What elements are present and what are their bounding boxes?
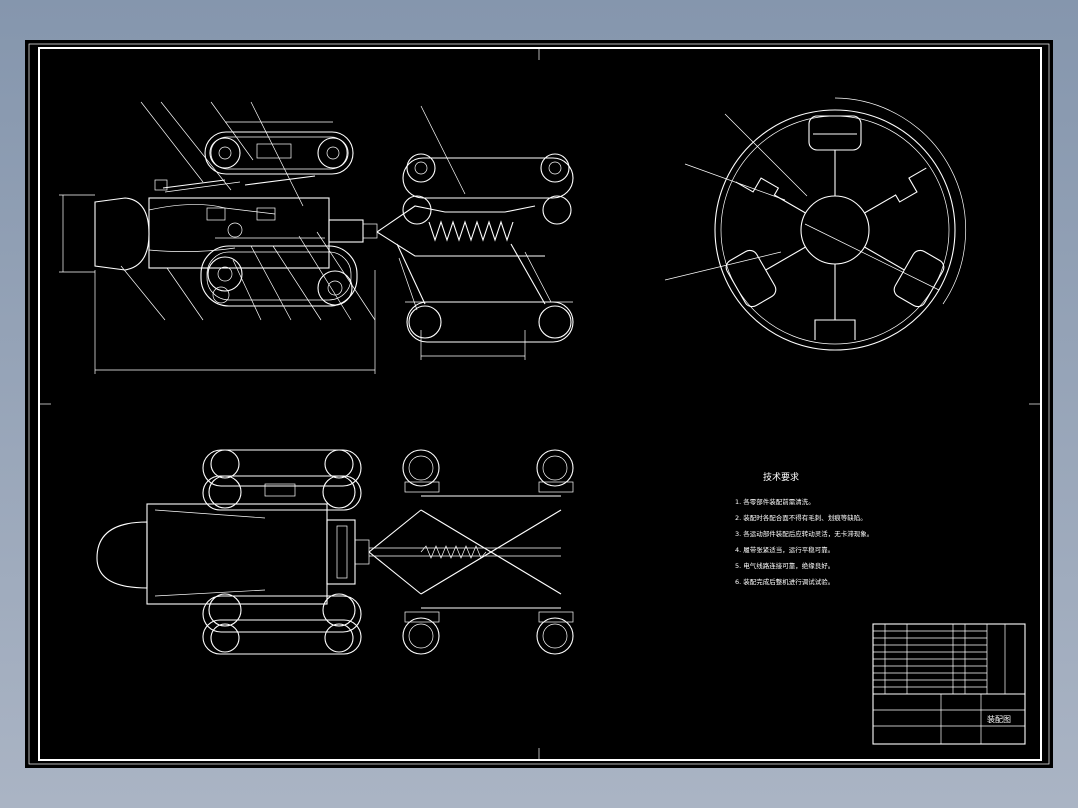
- note-line: 3. 各运动部件装配后应转动灵活，无卡滞现象。: [735, 529, 873, 538]
- top-view: [96, 449, 574, 655]
- body-housing: [148, 197, 330, 269]
- front-view: [59, 101, 574, 374]
- drawing-sheet[interactable]: 技术要求 1. 各零部件装配前需清洗。 2. 装配时各配合面不得有毛刺、划痕等缺…: [25, 40, 1053, 768]
- section-view: [664, 97, 967, 351]
- camera-head: [94, 197, 150, 271]
- note-line: 5. 电气线路连接可靠，绝缘良好。: [735, 561, 834, 570]
- lower-track: [200, 245, 358, 307]
- note-line: 6. 装配完成后整机进行调试试验。: [735, 577, 834, 586]
- track-module-top: [808, 115, 862, 196]
- note-line: 4. 履带张紧适当，运行平稳可靠。: [735, 545, 834, 554]
- central-hub: [800, 195, 870, 265]
- pipe-outer: [714, 109, 956, 351]
- title-block: 装配图: [872, 623, 1026, 745]
- note-line: 1. 各零部件装配前需清洗。: [735, 497, 815, 506]
- technical-notes: 技术要求 1. 各零部件装配前需清洗。 2. 装配时各配合面不得有毛刺、划痕等缺…: [735, 471, 873, 586]
- assembly-drawing: 技术要求 1. 各零部件装配前需清洗。 2. 装配时各配合面不得有毛刺、划痕等缺…: [28, 43, 1050, 765]
- body-housing-top: [146, 503, 328, 605]
- notes-title: 技术要求: [763, 471, 799, 483]
- drawing-name: 装配图: [987, 714, 1011, 724]
- spring: [428, 220, 514, 242]
- upper-track: [204, 131, 354, 175]
- drawing-frame: [28, 43, 1050, 765]
- spring-top: [420, 545, 487, 559]
- note-line: 2. 装配时各配合面不得有毛刺、划痕等缺陷。: [735, 513, 867, 522]
